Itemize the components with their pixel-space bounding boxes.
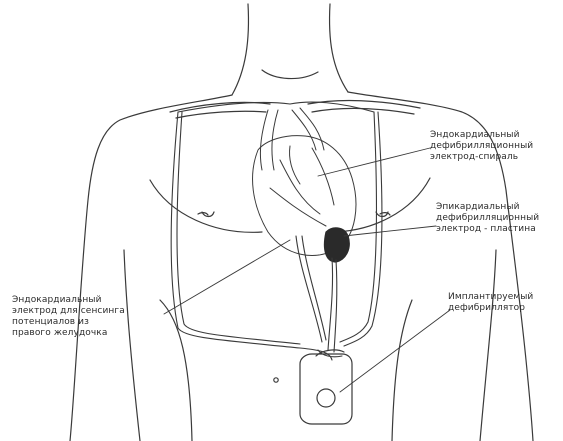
label-line: потенциалов из [12, 317, 125, 328]
label-line: Эндокардиальный [12, 295, 125, 306]
defibrillator-device [300, 350, 352, 424]
label-line: дефибрилляционный [430, 141, 533, 152]
label-line: Эндокардиальный [430, 130, 533, 141]
label-line: дефибрилляционный [436, 213, 539, 224]
label-implantable-device: Имплантируемый дефибриллятор [448, 292, 533, 314]
label-line: правого желудочка [12, 328, 125, 339]
label-endocardial-coil: Эндокардиальный дефибрилляционный электр… [430, 130, 533, 163]
label-line: дефибриллятор [448, 303, 533, 314]
epicardial-patch [324, 228, 349, 262]
label-line: электрод - пластина [436, 224, 539, 235]
label-line: электрод-спираль [430, 152, 533, 163]
label-line: Имплантируемый [448, 292, 533, 303]
nipples [198, 213, 390, 215]
neck-outline [232, 4, 348, 95]
label-line: Эпикардиальный [436, 202, 539, 213]
label-sensing-lead: Эндокардиальный электрод для сенсинга по… [12, 295, 125, 339]
label-line: электрод для сенсинга [12, 306, 125, 317]
navel [274, 378, 278, 382]
label-epicardial-patch: Эпикардиальный дефибрилляционный электро… [436, 202, 539, 235]
chest-contours [150, 178, 430, 441]
